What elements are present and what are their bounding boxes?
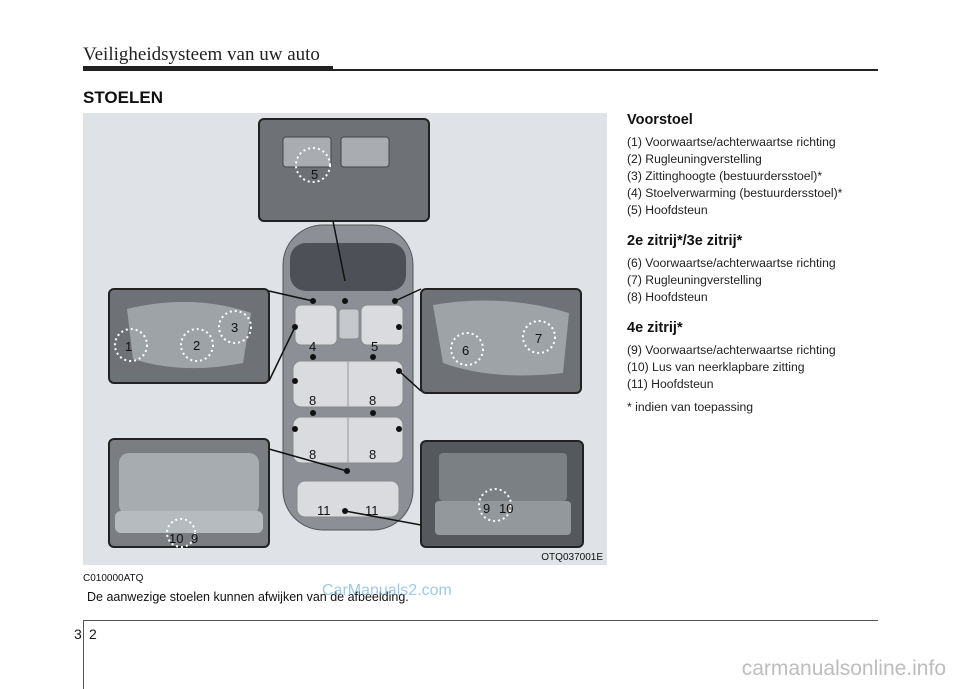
third-row-seats	[292, 416, 404, 464]
callout-5a: 4	[309, 339, 316, 354]
callout-3: 3	[231, 320, 238, 335]
callout-1: 1	[125, 339, 132, 354]
fourth-row-seats	[296, 480, 400, 518]
callout-11b: 11	[365, 503, 379, 518]
callout-7: 7	[535, 331, 542, 346]
seats-illustration: 5 1 2 3 4 5 6 7 8 8 8 8 11 11 9 10 10 9 …	[83, 113, 607, 565]
spacer	[627, 306, 927, 320]
section-title: STOELEN	[83, 88, 163, 107]
callout-9-cargo: 9	[483, 501, 490, 516]
callout-4: 5	[311, 167, 318, 182]
callout-9-bench: 9	[191, 531, 198, 546]
windshield	[290, 243, 406, 291]
inset-heater-switch	[258, 118, 430, 222]
spacer	[627, 219, 927, 233]
callout-5b: 5	[371, 339, 378, 354]
header-rule-thick	[83, 66, 333, 71]
callout-6: 6	[462, 343, 469, 358]
legend-item: (9) Voorwaartse/achterwaartse richting	[627, 343, 836, 357]
callout-8a: 8	[309, 393, 316, 408]
header-title: Veiligheidsysteem van uw auto	[83, 44, 320, 65]
legend-item: (1) Voorwaartse/achterwaartse richting	[627, 135, 836, 149]
legend-item: (10) Lus van neerklapbare zitting	[627, 360, 805, 374]
callout-8c: 8	[309, 447, 316, 462]
footnote: * indien van toepassing	[627, 400, 754, 414]
legend-item: (3) Zittinghoogte (bestuurdersstoel)*	[627, 169, 823, 183]
legend-item: (6) Voorwaartse/achterwaartse richting	[627, 256, 836, 270]
legend-item: (2) Rugleuningverstelling	[627, 152, 762, 166]
seats-diagram: 5 1 2 3 4 5 6 7 8 8 8 8 11 11 9 10 10 9	[108, 118, 584, 548]
page-rule-horizontal	[83, 620, 878, 621]
footer-site-watermark: carmanualsonline.info	[741, 657, 946, 680]
legend-item: (5) Hoofdsteun	[627, 203, 708, 217]
leader-dots	[292, 298, 402, 514]
callout-10-cargo: 10	[499, 501, 513, 516]
legend-item: (4) Stoelverwarming (bestuurdersstoel)*	[627, 186, 843, 200]
header-rule-thin	[83, 69, 878, 71]
figure-code: OTQ037001E	[541, 552, 603, 563]
page-number: 2	[89, 626, 97, 642]
second-row-seats	[292, 360, 404, 408]
figure-reference-code: C010000ATQ	[83, 573, 144, 584]
group-title-front-seat: Voorstoel	[627, 112, 693, 128]
callout-8d: 8	[369, 447, 376, 462]
figure-caption: De aanwezige stoelen kunnen afwijken van…	[87, 590, 409, 604]
legend-item: (11) Hoofdsteun	[627, 377, 714, 391]
legend-item: (8) Hoofdsteun	[627, 290, 708, 304]
watermark: CarManuals2.com	[322, 582, 452, 599]
leader-lines	[268, 220, 422, 526]
callout-8b: 8	[369, 393, 376, 408]
group-title-row2-row3: 2e zitrij*/3e zitrij*	[627, 233, 743, 249]
group-title-row4: 4e zitrij*	[627, 320, 683, 336]
callout-2: 2	[193, 338, 200, 353]
page-rule-vertical	[83, 620, 84, 689]
legend-item: (7) Rugleuningverstelling	[627, 273, 762, 287]
section-number: 3	[74, 626, 82, 642]
callout-10-bench: 10	[169, 531, 183, 546]
callout-11a: 11	[317, 503, 331, 518]
seat-legend: Voorstoel (1) Voorwaartse/achterwaartse …	[627, 112, 927, 416]
